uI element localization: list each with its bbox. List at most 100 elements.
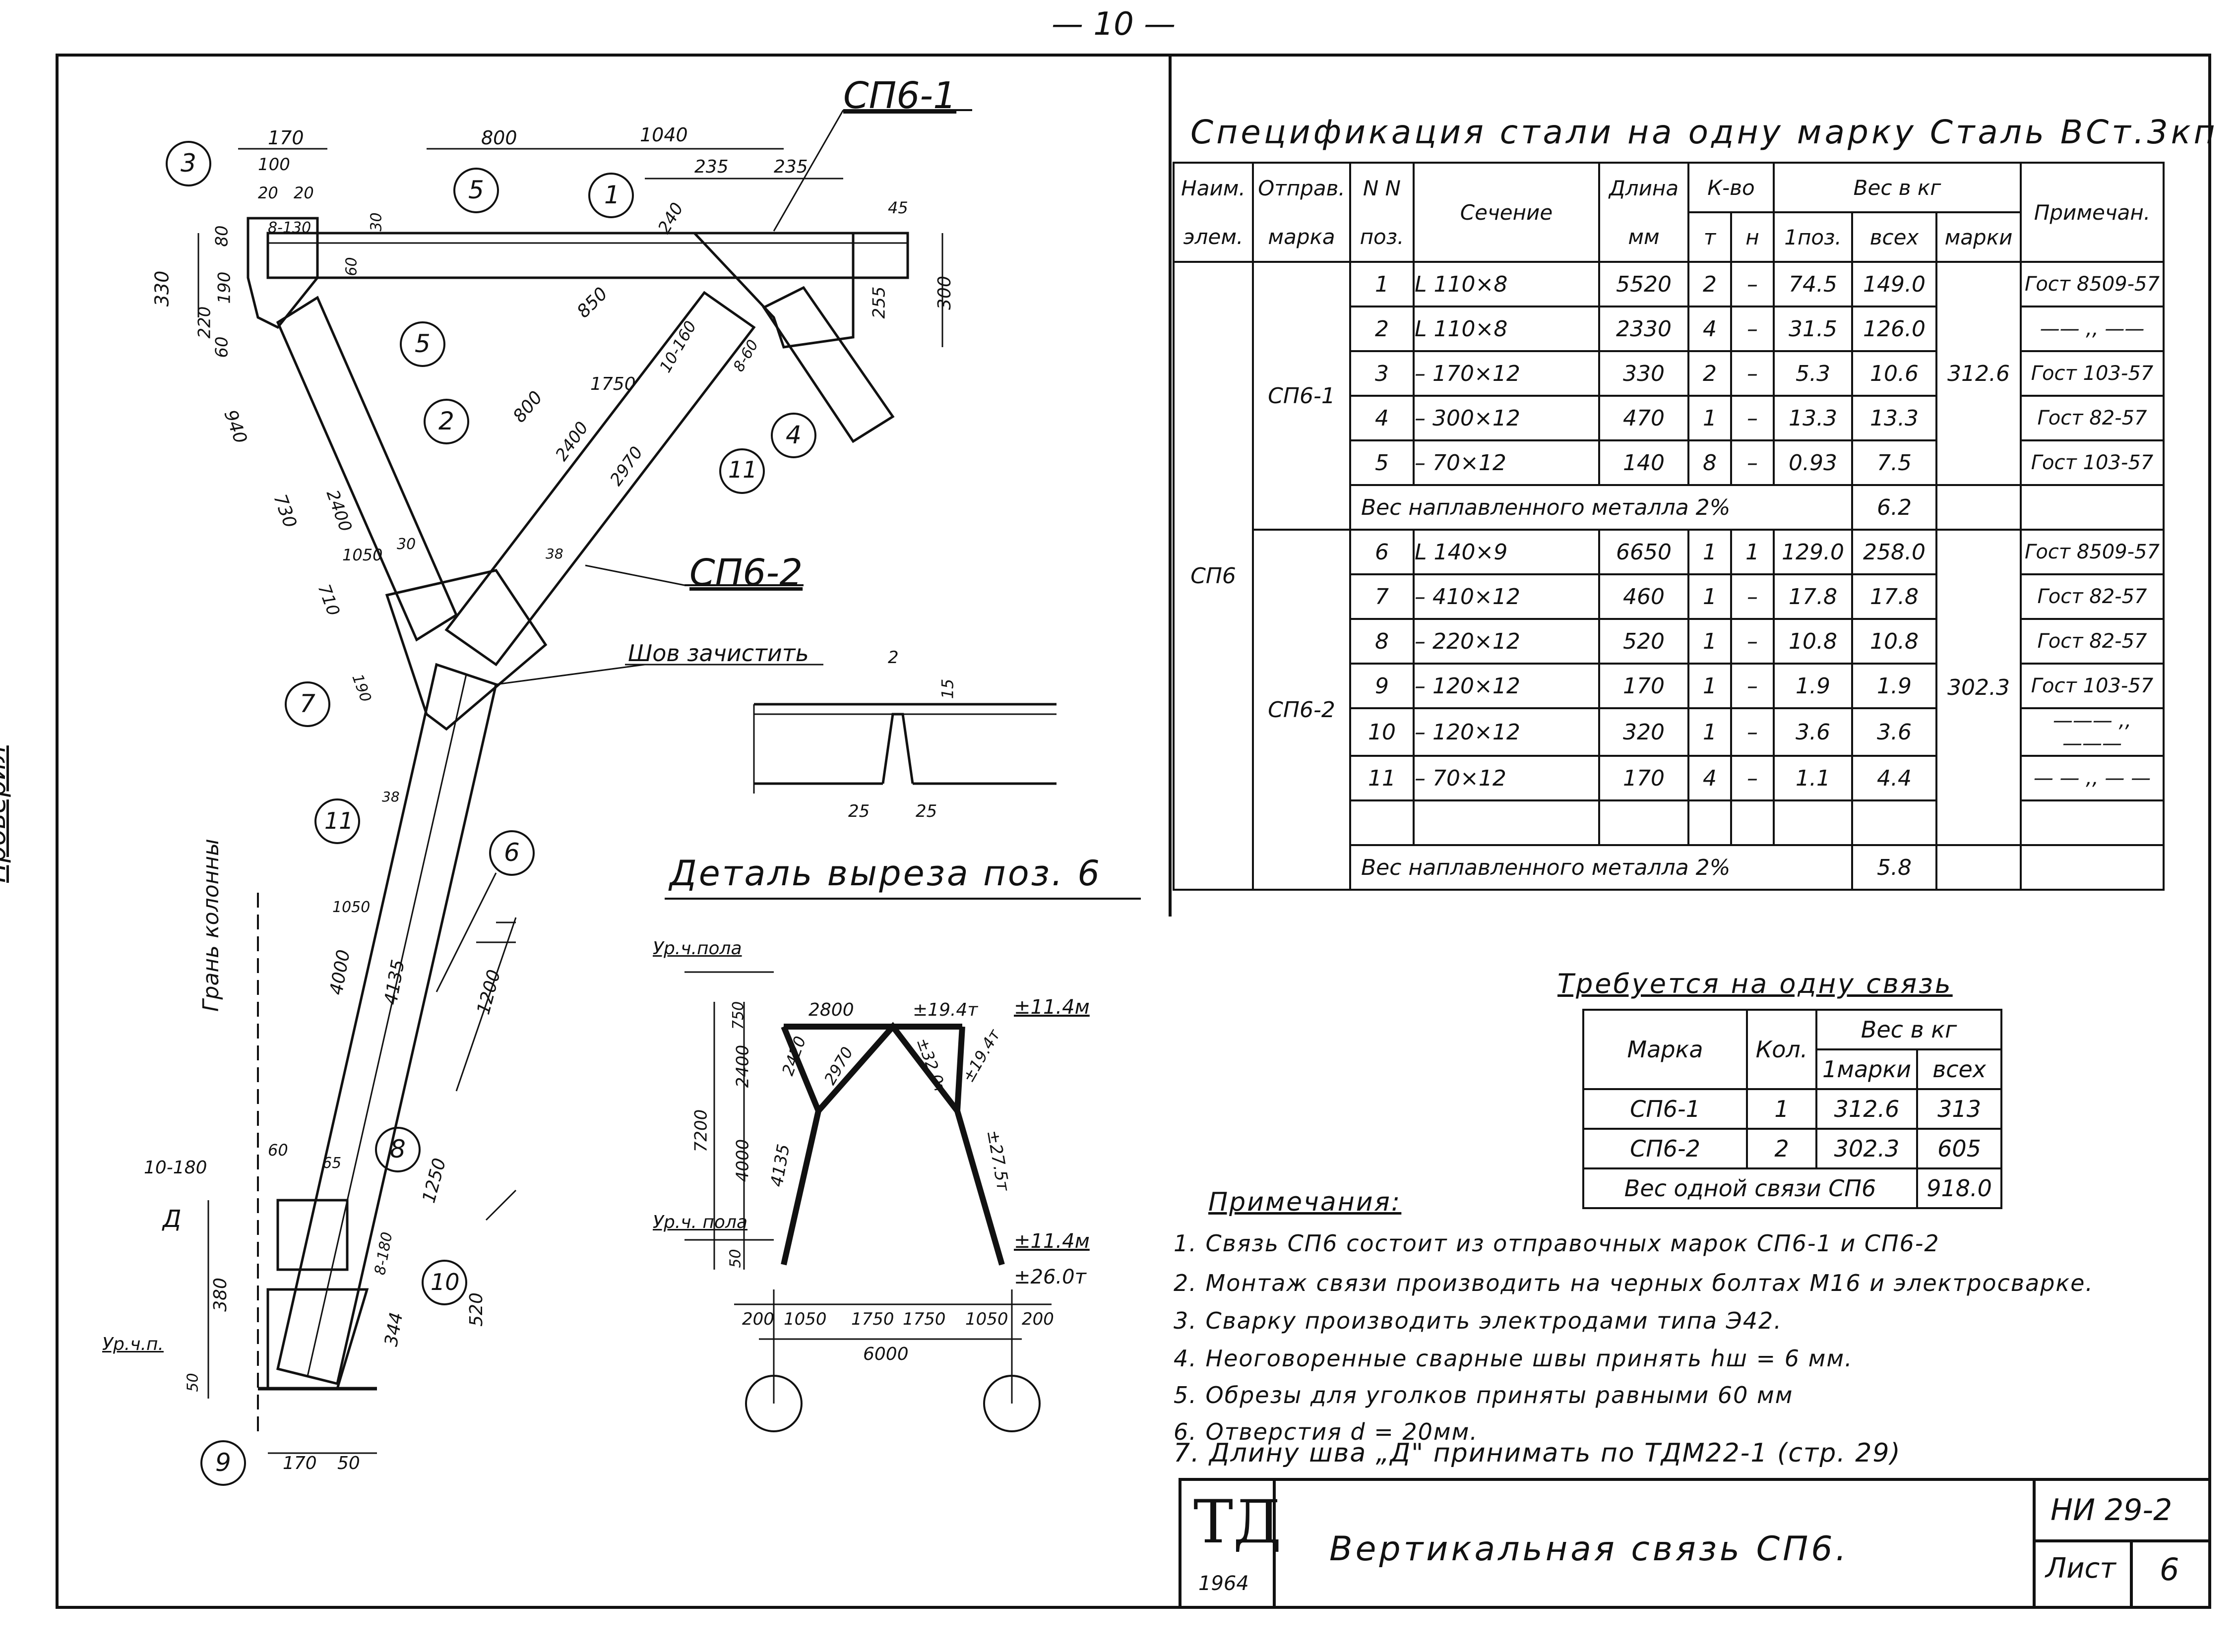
spec-title: Спецификация стали на одну марку Сталь В… — [1190, 113, 2218, 151]
scheme-total: 6000 — [863, 1344, 909, 1364]
dim-10-180: 10-180 — [144, 1158, 207, 1178]
frame-divider — [1169, 54, 1172, 917]
notes-title: Примечания: — [1208, 1187, 1402, 1217]
sheet-label: Лист — [2046, 1552, 2116, 1585]
dim-15: 15 — [938, 678, 957, 699]
pos-6: 6 — [504, 838, 520, 867]
note-4: 4. Неоговоренные сварные швы принять hш … — [1174, 1345, 1853, 1372]
spec-h-qty-t: т — [1687, 211, 1732, 263]
logo-year: 1964 — [1198, 1572, 1249, 1595]
note-1: 1. Связь СП6 состоит из отправочных маро… — [1174, 1230, 1940, 1257]
dim-38-a: 38 — [546, 546, 563, 562]
note-7: 7. Длину шва „Д" принимать по ТДМ22-1 (с… — [1174, 1438, 1901, 1468]
spec-h-mark: Отправ.марка — [1252, 162, 1351, 263]
table-row: СП6-1 1 312.6 313 — [1582, 1088, 2003, 1130]
logo-td: ТД — [1193, 1488, 1282, 1557]
scheme-v2: 2400 — [733, 1044, 753, 1088]
scheme-b4: 1750 — [903, 1309, 946, 1329]
doc-code: НИ 29-2 — [2051, 1493, 2173, 1528]
required-table: Марка Кол. Вес в кг 1марки всех СП6-1 1 … — [1582, 1009, 2003, 1209]
spec-element: СП6 — [1173, 261, 1254, 891]
weld-label-1: Вес наплавленного металла 2% — [1349, 484, 1853, 531]
dim-255: 255 — [869, 286, 889, 319]
note-2: 2. Монтаж связи производить на черных бо… — [1174, 1270, 2094, 1296]
sheet-number: 6 — [2160, 1551, 2179, 1588]
dim-20-a: 20 — [258, 184, 278, 202]
table-row: Вес наплавленного металла 2%6.2 — [1174, 484, 2165, 531]
drawing-frame — [56, 54, 2211, 1609]
dim-60-b: 60 — [343, 257, 361, 276]
dim-800: 800 — [481, 127, 517, 149]
table-row — [1174, 799, 2165, 846]
gusset-plate-4 — [691, 232, 855, 349]
note-3: 3. Сварку производить электродами типа Э… — [1174, 1307, 1782, 1334]
dim-65: 65 — [322, 1155, 342, 1172]
spec-h-qty-n: н — [1730, 211, 1775, 263]
dim-220: 220 — [194, 306, 215, 339]
dim-60-a: 60 — [212, 336, 232, 358]
req-h-weight: Вес в кг — [1815, 1009, 2003, 1050]
spec-mark: СП6-2 — [1252, 529, 1351, 891]
label-column-face: Грань колонны — [198, 839, 224, 1012]
pos-11-b: 11 — [324, 807, 354, 834]
pos-2: 2 — [438, 407, 454, 435]
gusset-plate-8 — [276, 1199, 349, 1271]
pos-7: 7 — [300, 689, 315, 718]
table-row: СП6-2 2 302.3 605 — [1582, 1128, 2003, 1169]
table-row: Вес наплавленного металла 2%5.8 — [1174, 844, 2165, 891]
pos-9: 9 — [215, 1448, 231, 1477]
spec-mark-total: 312.6 — [1935, 261, 2022, 486]
dim-1050-b: 1050 — [332, 899, 371, 916]
weld-label-2: Вес наплавленного металла 2% — [1349, 844, 1853, 891]
dim-30-b: 30 — [397, 536, 416, 553]
pos-5-b: 5 — [415, 329, 431, 358]
dim-2: 2 — [888, 648, 899, 668]
req-h-wall: всех — [1916, 1048, 2003, 1090]
dim-380: 380 — [210, 1278, 231, 1312]
label-sp6-1: СП6-1 — [843, 74, 957, 117]
cut-detail — [753, 703, 1057, 794]
page-number: — 10 — — [1052, 6, 1176, 43]
dim-25-a: 25 — [848, 801, 870, 821]
scheme-h1: ±11.4м — [1014, 996, 1090, 1019]
level-floor-2: Ур.ч. пола — [653, 1212, 748, 1232]
gusset-plate-7 — [385, 569, 548, 731]
req-title: Требуется на одну связь — [1557, 968, 1953, 999]
req-h-qty: Кол. — [1746, 1009, 1817, 1090]
dim-190: 190 — [214, 271, 235, 304]
dim-170-bottom: 170 — [283, 1453, 317, 1473]
scheme-b6: 200 — [1022, 1309, 1054, 1329]
dim-330: 330 — [151, 270, 173, 307]
scheme-b2: 1050 — [784, 1309, 827, 1329]
pos-11-a: 11 — [728, 456, 757, 483]
scheme-h3: ±26.0т — [1014, 1266, 1086, 1288]
req-total-label: Вес одной связи СП6 — [1582, 1167, 1919, 1209]
detail-title: Деталь выреза поз. 6 — [670, 853, 1102, 894]
dim-60-c: 60 — [268, 1141, 288, 1160]
dim-45: 45 — [888, 198, 908, 217]
dim-8-130: 8-130 — [268, 219, 311, 237]
connection-drawing — [166, 109, 1141, 1486]
scheme-v5: 50 — [727, 1249, 745, 1268]
mark-d: Д — [163, 1205, 182, 1233]
dim-1040: 1040 — [640, 124, 688, 146]
scheme-h2: ±11.4м — [1014, 1230, 1090, 1253]
weld-value-1: 6.2 — [1851, 484, 1937, 531]
pos-4: 4 — [786, 421, 802, 449]
scheme-b3: 1750 — [851, 1309, 894, 1329]
pos-8: 8 — [390, 1135, 406, 1163]
dim-520: 520 — [466, 1292, 487, 1327]
spec-h-wall: всех — [1851, 211, 1937, 263]
scheme-b1: 200 — [742, 1309, 774, 1329]
dim-38-b: 38 — [382, 789, 400, 805]
